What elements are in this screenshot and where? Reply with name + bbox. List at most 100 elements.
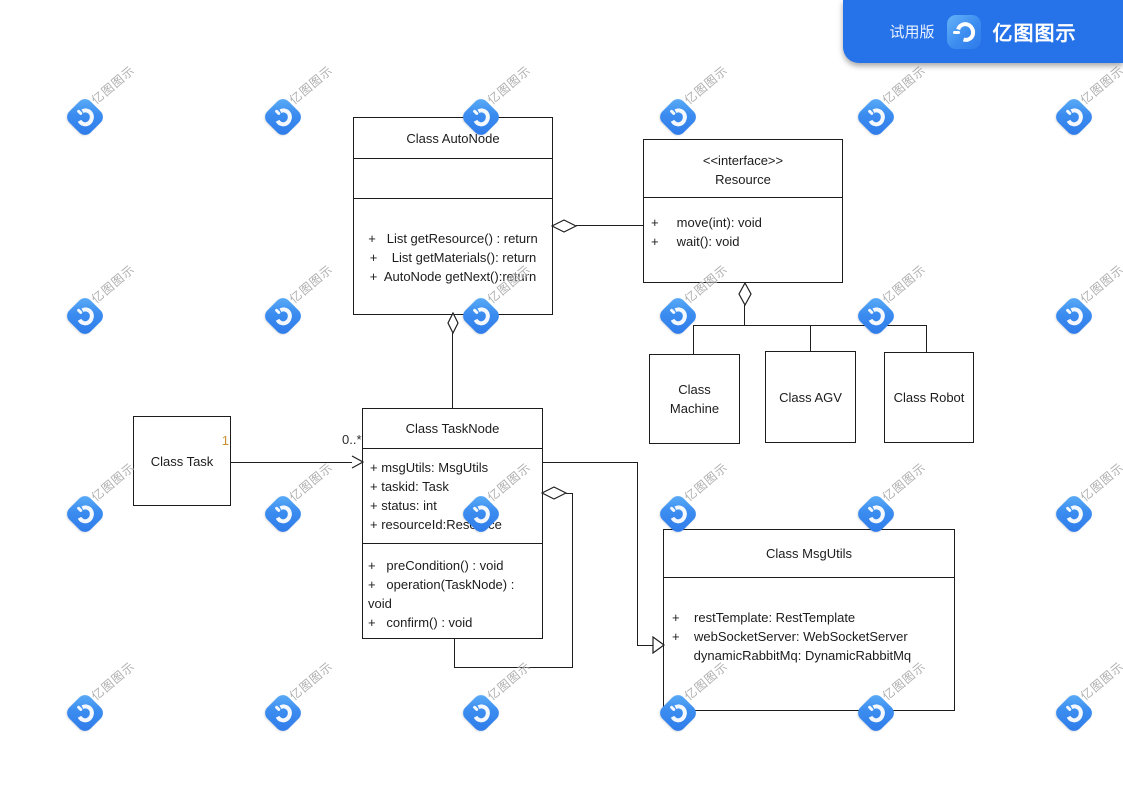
watermark-logo-icon xyxy=(261,294,305,337)
watermark-text: 亿图图示 xyxy=(880,63,929,108)
watermark-logo-icon xyxy=(1052,95,1096,139)
class-box-autonode[interactable]: Class AutoNode + List getResource() : re… xyxy=(353,117,553,315)
watermark-logo-icon xyxy=(63,294,107,337)
method: + List getResource() : return xyxy=(368,231,538,246)
edraw-logo-icon xyxy=(946,14,981,49)
watermark-logo-icon xyxy=(63,95,107,139)
class-box-msgutils[interactable]: Class MsgUtils + restTemplate: RestTempl… xyxy=(663,529,955,711)
method: void xyxy=(368,596,392,611)
watermark-text: 亿图图示 xyxy=(1077,261,1123,306)
attribute: + restTemplate: RestTemplate xyxy=(672,610,856,625)
open-triangle-arrow-icon xyxy=(652,636,666,654)
class-box-task[interactable]: Class Task xyxy=(133,416,231,506)
class-title: Class Task xyxy=(150,453,214,469)
method: + AutoNode getNext():return xyxy=(369,269,537,284)
class-box-agv[interactable]: Class AGV xyxy=(765,351,856,443)
watermark-text: 亿图图示 xyxy=(682,63,732,108)
watermark-text: 亿图图示 xyxy=(88,261,138,306)
attribute: + taskid: Task xyxy=(370,479,449,494)
class-title: Class AGV xyxy=(779,389,842,405)
connector-tasknode-msgutils[interactable] xyxy=(637,462,638,646)
class-box-robot[interactable]: Class Robot xyxy=(884,352,974,443)
method: + confirm() : void xyxy=(368,615,473,630)
watermark-logo-icon xyxy=(1052,691,1096,735)
aggregation-diamond-icon xyxy=(447,312,459,334)
interface-stereotype: <<interface>> xyxy=(702,153,784,168)
connector-tasknode-self[interactable] xyxy=(566,493,573,494)
connector-tasknode-self[interactable] xyxy=(572,493,573,668)
watermark-text: 亿图图示 xyxy=(1077,659,1123,704)
class-title: Class MsgUtils xyxy=(664,530,954,578)
connector-resource-tree[interactable] xyxy=(744,305,745,325)
class-title: Class Machine xyxy=(669,382,720,416)
watermark-text: 亿图图示 xyxy=(286,63,336,108)
watermark-text: 亿图图示 xyxy=(880,460,929,505)
class-title: Class Robot xyxy=(893,390,965,405)
connector-resource-robot[interactable] xyxy=(926,326,927,352)
aggregation-diamond-icon xyxy=(551,219,577,233)
connector-autonode-tasknode[interactable] xyxy=(452,333,453,408)
connector-autonode-resource[interactable] xyxy=(576,225,643,226)
watermark-text: 亿图图示 xyxy=(88,460,138,505)
class-title: Class TaskNode xyxy=(363,409,542,449)
aggregation-diamond-icon xyxy=(738,282,752,306)
watermark-logo-icon xyxy=(459,691,502,735)
connector-tasknode-msgutils[interactable] xyxy=(637,645,653,646)
class-title: Class AutoNode xyxy=(354,118,552,159)
watermark-logo-icon xyxy=(854,95,898,139)
watermark-text: 亿图图示 xyxy=(286,659,336,704)
class-methods: + preCondition() : void + operation(Task… xyxy=(363,544,542,640)
class-attributes-empty xyxy=(354,159,552,199)
attribute: + webSocketServer: WebSocketServer xyxy=(672,629,908,644)
interface-box-resource[interactable]: <<interface>> Resource + move(int): void… xyxy=(643,139,843,283)
multiplicity-label: 0..* xyxy=(342,432,362,447)
attribute: + msgUtils: MsgUtils xyxy=(370,460,489,475)
watermark-text: 亿图图示 xyxy=(286,261,336,306)
connector-tasknode-msgutils[interactable] xyxy=(543,462,637,463)
class-box-machine[interactable]: Class Machine xyxy=(649,354,740,444)
attribute: dynamicRabbitMq: DynamicRabbitMq xyxy=(672,648,912,663)
connector-tasknode-self[interactable] xyxy=(454,639,455,667)
connector-resource-machine[interactable] xyxy=(693,326,694,354)
watermark-logo-icon xyxy=(261,691,305,735)
watermark-logo-icon xyxy=(1052,294,1096,337)
watermark-logo-icon xyxy=(63,493,107,536)
method: + List getMaterials(): return xyxy=(369,250,537,265)
connector-resource-agv[interactable] xyxy=(810,326,811,351)
open-arrow-icon xyxy=(351,455,364,469)
method: + move(int): void xyxy=(651,215,762,230)
watermark-text: 亿图图示 xyxy=(880,261,929,306)
watermark-logo-icon xyxy=(261,493,305,536)
watermark-text: 亿图图示 xyxy=(286,460,336,505)
class-attributes: + restTemplate: RestTemplate + webSocket… xyxy=(664,578,954,712)
connector-tasknode-self[interactable] xyxy=(454,667,573,668)
watermark-logo-icon xyxy=(261,95,305,139)
multiplicity-label: 1 xyxy=(221,433,229,448)
watermark-text: 亿图图示 xyxy=(682,460,732,505)
class-box-tasknode[interactable]: Class TaskNode + msgUtils: MsgUtils + ta… xyxy=(362,408,543,639)
connector-resource-tree[interactable] xyxy=(693,325,927,326)
trial-label: 试用版 xyxy=(889,24,935,41)
watermark-text: 亿图图示 xyxy=(1077,460,1123,505)
attribute: + status: int xyxy=(370,498,437,513)
watermark-text: 亿图图示 xyxy=(484,63,534,108)
aggregation-diamond-icon xyxy=(541,486,567,500)
interface-name: Resource xyxy=(715,172,771,187)
class-methods: + List getResource() : return + List get… xyxy=(354,199,552,314)
watermark-text: 亿图图示 xyxy=(88,659,138,704)
attribute: + resourceId:Resource xyxy=(370,517,502,532)
watermark-logo-icon xyxy=(63,691,107,735)
class-attributes: + msgUtils: MsgUtils + taskid: Task + st… xyxy=(363,449,542,544)
trial-badge: 试用版 亿图图示 xyxy=(843,0,1123,63)
brand-name: 亿图图示 xyxy=(992,23,1077,45)
watermark-logo-icon xyxy=(657,95,700,139)
method: + operation(TaskNode) : xyxy=(368,577,515,592)
method: + preCondition() : void xyxy=(368,558,504,573)
connector-task-tasknode[interactable] xyxy=(231,462,352,463)
watermark-logo-icon xyxy=(854,294,898,337)
interface-methods: + move(int): void + wait(): void xyxy=(644,198,842,282)
watermark-logo-icon xyxy=(1052,493,1096,536)
method: + wait(): void xyxy=(651,234,740,249)
watermark-text: 亿图图示 xyxy=(88,63,138,108)
